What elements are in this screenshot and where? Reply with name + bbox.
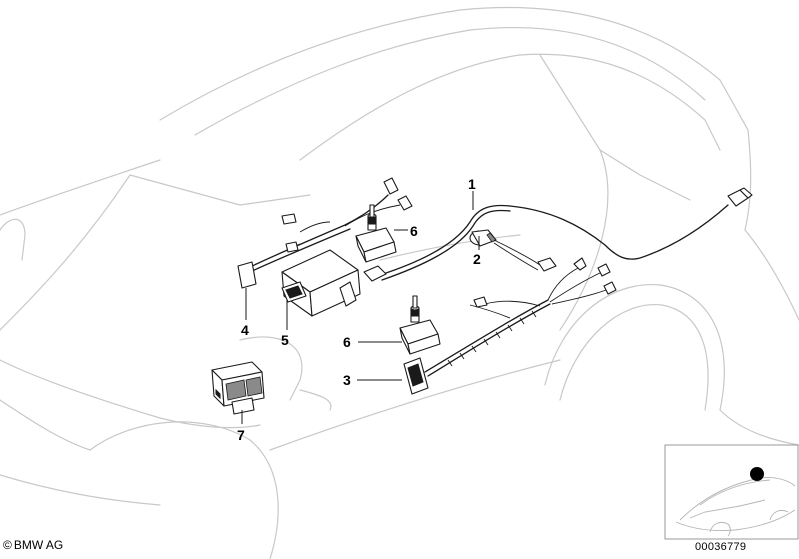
callout-1: 1 bbox=[468, 176, 476, 192]
callout-5: 5 bbox=[281, 332, 289, 348]
callout-3: 3 bbox=[343, 372, 351, 388]
callout-6-lower: 6 bbox=[343, 334, 351, 350]
button-module-part-7 bbox=[211, 361, 265, 415]
switch-part-6-upper bbox=[355, 204, 397, 263]
wiring-harness-part-3 bbox=[403, 257, 617, 395]
callout-7: 7 bbox=[237, 427, 245, 443]
leader-lines bbox=[241, 191, 480, 424]
switch-part-6-lower bbox=[399, 295, 441, 355]
copyright-symbol: © bbox=[3, 538, 12, 552]
wiring-harness-main bbox=[363, 187, 753, 282]
wiring-harness-part-4 bbox=[237, 177, 413, 289]
callout-6-upper: 6 bbox=[410, 223, 418, 239]
copyright-owner: BMW AG bbox=[13, 538, 64, 552]
locator-thumbnail bbox=[664, 444, 799, 540]
image-number: 00036779 bbox=[695, 541, 747, 553]
copyright-notice: ©BMW AG bbox=[3, 538, 63, 552]
car-outline bbox=[0, 6, 799, 559]
sensor-part-2 bbox=[469, 229, 557, 272]
callout-4: 4 bbox=[241, 322, 249, 338]
callout-labels: 1 2 3 4 5 6 6 7 bbox=[237, 176, 481, 443]
locator-dot bbox=[750, 467, 764, 481]
callout-2: 2 bbox=[473, 251, 481, 267]
control-unit-part-5 bbox=[281, 249, 361, 317]
